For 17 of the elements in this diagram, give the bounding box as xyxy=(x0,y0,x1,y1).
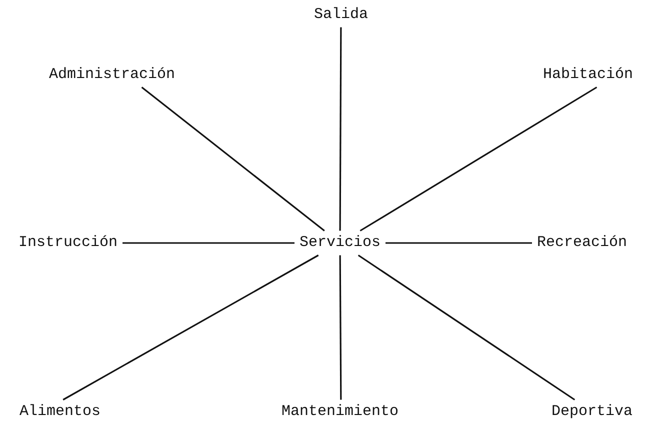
connector-line xyxy=(122,242,294,244)
node-label: Instrucción xyxy=(18,234,118,252)
node-label: Administración xyxy=(48,66,176,84)
connector-line xyxy=(339,255,342,400)
node-label: Recreación xyxy=(537,234,627,252)
connector-line xyxy=(386,242,532,244)
node-label: Salida xyxy=(314,6,368,24)
node-label: Habitación xyxy=(543,66,633,84)
connector-line xyxy=(141,86,325,232)
node-label: Servicios xyxy=(300,234,380,252)
connector-line xyxy=(62,254,319,400)
node-label: Alimentos xyxy=(20,404,100,420)
connector-line xyxy=(360,86,598,232)
connector-line xyxy=(358,254,576,400)
connector-line xyxy=(339,27,342,231)
node-label: Deportiva xyxy=(552,404,632,420)
node-label: Mantenimiento xyxy=(281,404,399,420)
